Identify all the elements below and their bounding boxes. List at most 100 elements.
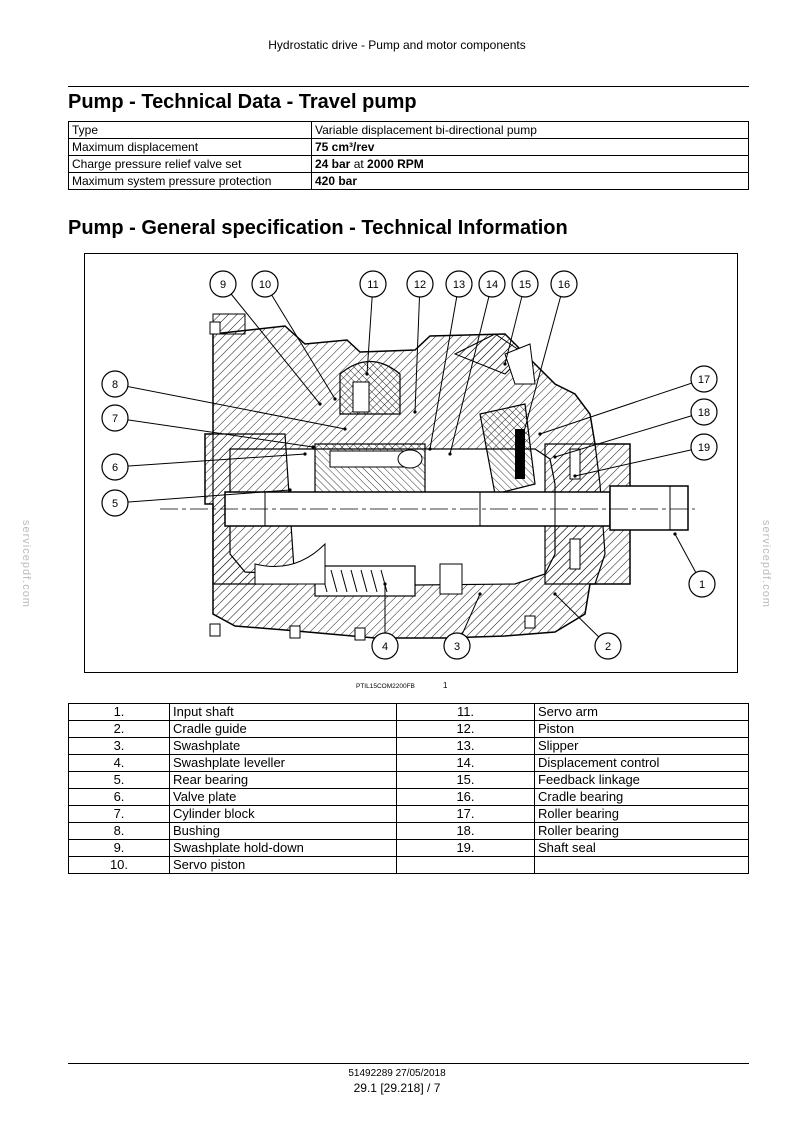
- callout-leader-5: [114, 489, 291, 504]
- header-rule: [68, 86, 749, 87]
- legend-number: [396, 856, 535, 874]
- callout-circle-3: [443, 632, 471, 660]
- callout-leader-9: [222, 283, 321, 405]
- callout-circle-7: [101, 404, 129, 432]
- callout-number-15: 15: [519, 279, 531, 291]
- legend-label: Cradle bearing: [534, 788, 749, 806]
- spec-value-text: Variable displacement bi-directional pum…: [315, 122, 537, 137]
- figure-number: 1: [443, 681, 448, 690]
- legend-number: 11.: [396, 703, 535, 721]
- callout-number-5: 5: [112, 498, 118, 510]
- callout-number-1: 1: [699, 579, 705, 591]
- callout-arrowhead-10: [333, 397, 337, 401]
- callout-circle-16: [550, 270, 578, 298]
- legend-number: 17.: [396, 805, 535, 823]
- callout-arrowhead-9: [318, 402, 322, 406]
- callout-arrowhead-17: [538, 432, 542, 436]
- callout-circle-18: [690, 398, 718, 426]
- section-title-technical-data: Pump - Technical Data - Travel pump: [68, 91, 417, 113]
- callout-circle-8: [101, 370, 129, 398]
- callout-circle-5: [101, 489, 129, 517]
- callout-leader-10: [264, 283, 336, 400]
- callout-leader-11: [366, 283, 374, 375]
- legend-number: 7.: [68, 805, 170, 823]
- callout-leader-16: [521, 283, 565, 440]
- callout-leader-12: [414, 283, 421, 413]
- legend-number: 10.: [68, 856, 170, 874]
- callout-arrowhead-19: [573, 474, 577, 478]
- callout-number-11: 11: [367, 279, 378, 291]
- callout-arrowhead-11: [365, 372, 369, 376]
- spec-value-bold: 75 cm³/rev: [315, 139, 375, 154]
- spec-label: Maximum displacement: [68, 138, 312, 156]
- callout-circle-2: [594, 632, 622, 660]
- legend-label: Swashplate leveller: [169, 754, 397, 772]
- legend-number: 8.: [68, 822, 170, 840]
- callout-number-3: 3: [454, 641, 460, 653]
- watermark-left: servicepdf.com: [20, 520, 32, 608]
- callout-leaders: [114, 283, 705, 647]
- legend-label: Shaft seal: [534, 839, 749, 857]
- legend-label: Feedback linkage: [534, 771, 749, 789]
- callout-arrowhead-13: [428, 447, 432, 451]
- legend-number: 4.: [68, 754, 170, 772]
- legend-number: 18.: [396, 822, 535, 840]
- callout-arrowhead-1: [673, 532, 677, 536]
- callout-number-17: 17: [698, 374, 710, 386]
- legend-number: 2.: [68, 720, 170, 738]
- callout-number-14: 14: [486, 279, 498, 291]
- callout-arrowhead-3: [478, 592, 482, 596]
- callout-circle-1: [688, 570, 716, 598]
- spec-value-text: at: [350, 156, 368, 171]
- spec-value-bold-2: 2000 RPM: [367, 156, 424, 171]
- callout-circle-15: [511, 270, 539, 298]
- callout-number-9: 9: [220, 279, 226, 291]
- legend-label: Input shaft: [169, 703, 397, 721]
- legend-label: Displacement control: [534, 754, 749, 772]
- legend-label: [534, 856, 749, 874]
- legend-label: Piston: [534, 720, 749, 738]
- callout-leader-6: [114, 453, 306, 468]
- callout-leader-18: [554, 411, 705, 458]
- spec-label: Charge pressure relief valve set: [68, 155, 312, 173]
- callout-leader-14: [449, 283, 493, 455]
- callout-number-19: 19: [698, 442, 710, 454]
- callout-leader-7: [114, 417, 314, 448]
- spec-label: Type: [68, 121, 312, 139]
- callout-arrowhead-15: [503, 362, 507, 366]
- callout-number-8: 8: [112, 379, 118, 391]
- callout-arrowhead-14: [448, 452, 452, 456]
- spec-value-bold: 24 bar: [315, 156, 351, 171]
- callout-number-2: 2: [605, 641, 611, 653]
- callout-arrowhead-4: [383, 582, 387, 586]
- callout-arrowhead-16: [520, 437, 524, 441]
- legend-number: 15.: [396, 771, 535, 789]
- callout-leader-8: [114, 383, 346, 430]
- spec-label: Maximum system pressure protection: [68, 172, 312, 190]
- callout-circle-4: [371, 632, 399, 660]
- legend-label: Bushing: [169, 822, 397, 840]
- legend-label: Roller bearing: [534, 805, 749, 823]
- callout-arrowhead-7: [311, 445, 315, 449]
- section-title-general-spec: Pump - General specification - Technical…: [68, 217, 568, 239]
- legend-number: 14.: [396, 754, 535, 772]
- callout-arrowhead-18: [553, 455, 557, 459]
- callout-circle-11: [359, 270, 387, 298]
- legend-label: Servo piston: [169, 856, 397, 874]
- pump-housing-drawing: [160, 313, 695, 641]
